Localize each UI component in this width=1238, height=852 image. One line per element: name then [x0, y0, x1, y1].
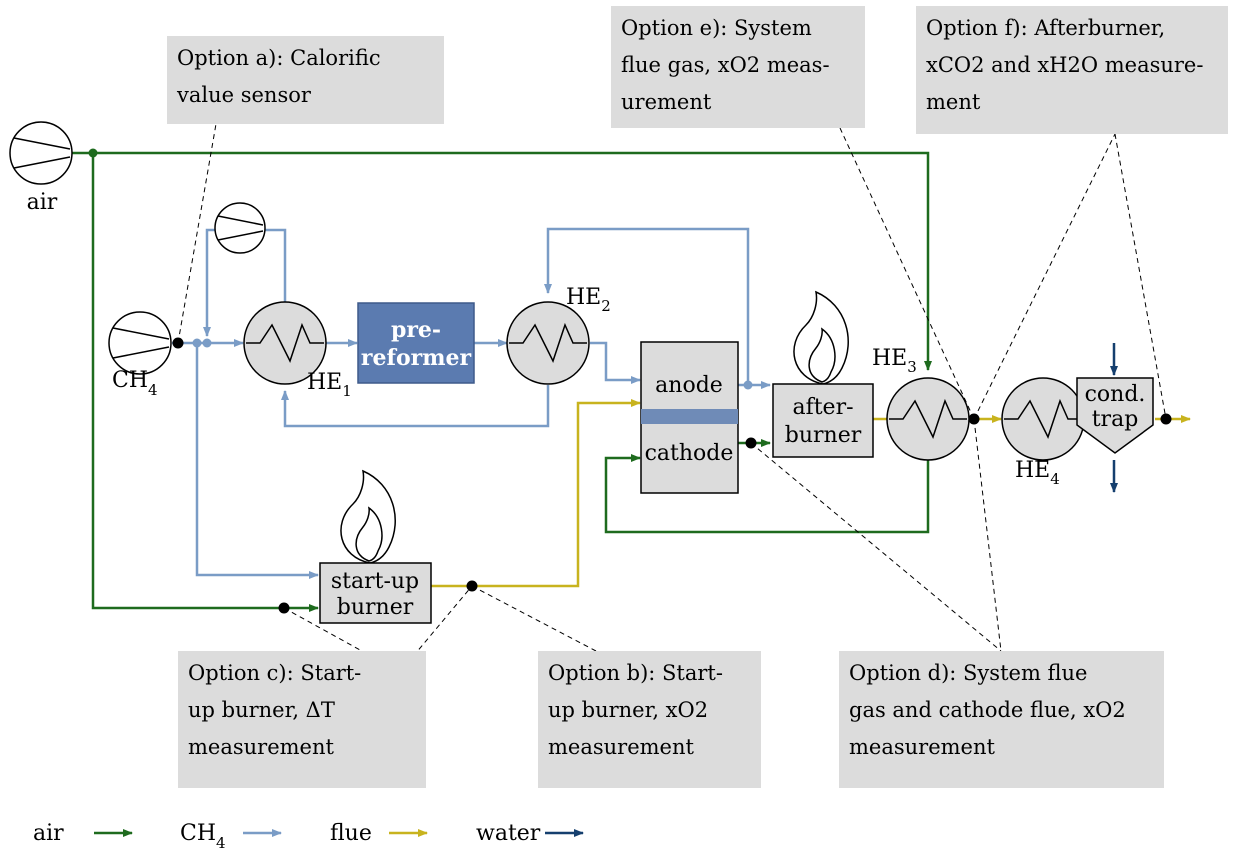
option-e-line-1: Option e): System — [621, 16, 812, 40]
he4-label: HE4 — [1015, 458, 1060, 488]
condensate-trap — [1076, 377, 1154, 454]
he3-label: HE3 — [872, 346, 917, 376]
option-a-line-1: Option a): Calorific — [177, 46, 381, 70]
option-b-line-1: Option b): Start- — [548, 661, 723, 685]
junction-dots — [88, 148, 753, 390]
he3 — [886, 377, 970, 461]
option-f-line-2: xCO2 and xH2O measure- — [926, 53, 1204, 77]
option-b-line-3: measurement — [548, 735, 694, 759]
prereformer-label-2: reformer — [361, 345, 472, 371]
ch4-compressor — [108, 311, 172, 375]
option-d-line-1: Option d): System flue — [849, 661, 1088, 685]
annotation-lines — [177, 123, 1167, 673]
option-f-line-3: ment — [926, 90, 981, 114]
option-c-line-1: Option c): Start- — [188, 661, 362, 685]
legend-ch4-label: CH4 — [180, 821, 226, 852]
afterburner-flame — [793, 290, 849, 385]
option-d-line-3: measurement — [849, 735, 995, 759]
option-a-line-2: value sensor — [177, 83, 311, 107]
option-c-line-3: measurement — [188, 735, 334, 759]
afterburner-label-2: burner — [785, 423, 862, 448]
startup-burner-label-2: burner — [337, 595, 414, 620]
legend-flue-label: flue — [330, 821, 372, 846]
startup-burner-flame — [340, 469, 396, 564]
anode-label: anode — [655, 373, 723, 398]
recirculation-blower — [214, 202, 266, 254]
afterburner-box — [772, 383, 874, 458]
legend-water-label: water — [476, 821, 541, 846]
option-f-box: Option f): Afterburner, xCO2 and xH2O me… — [916, 6, 1228, 134]
startup-burner-label-1: start-up — [331, 569, 419, 594]
ch4-lines — [172, 227, 771, 579]
prereformer-label-1: pre- — [391, 317, 441, 343]
he2-label: HE2 — [566, 285, 611, 315]
option-c-line-2: up burner, ΔT — [188, 698, 335, 722]
legend: air CH4 flue water — [33, 821, 584, 852]
option-c-box: Option c): Start- up burner, ΔT measurem… — [178, 651, 426, 788]
ch4-label: CH4 — [112, 368, 158, 399]
cathode-label: cathode — [645, 441, 734, 466]
electrolyte-membrane — [641, 409, 738, 424]
prereformer-box — [357, 302, 475, 384]
condtrap-label-2: trap — [1092, 407, 1139, 432]
option-e-box: Option e): System flue gas, xO2 meas- ur… — [611, 6, 865, 128]
option-a-box: Option a): Calorific value sensor — [167, 36, 444, 124]
startup-burner-box — [319, 562, 432, 624]
option-e-line-2: flue gas, xO2 meas- — [621, 53, 830, 77]
option-b-line-2: up burner, xO2 — [548, 698, 709, 722]
air-lines — [72, 151, 932, 612]
he1 — [243, 301, 327, 385]
option-f-line-1: Option f): Afterburner, — [926, 16, 1166, 40]
legend-air-label: air — [33, 821, 64, 846]
air-compressor — [9, 121, 73, 185]
option-e-line-3: urement — [621, 90, 712, 114]
condtrap-label-1: cond. — [1085, 382, 1146, 407]
he1-label: HE1 — [307, 370, 352, 400]
air-label: air — [27, 190, 58, 215]
he2 — [506, 301, 590, 385]
option-d-line-2: gas and cathode flue, xO2 — [849, 698, 1126, 722]
option-d-box: Option d): System flue gas and cathode f… — [839, 651, 1164, 788]
afterburner-label-1: after- — [792, 395, 853, 420]
he4 — [1001, 377, 1085, 461]
option-b-box: Option b): Start- up burner, xO2 measure… — [538, 651, 761, 788]
